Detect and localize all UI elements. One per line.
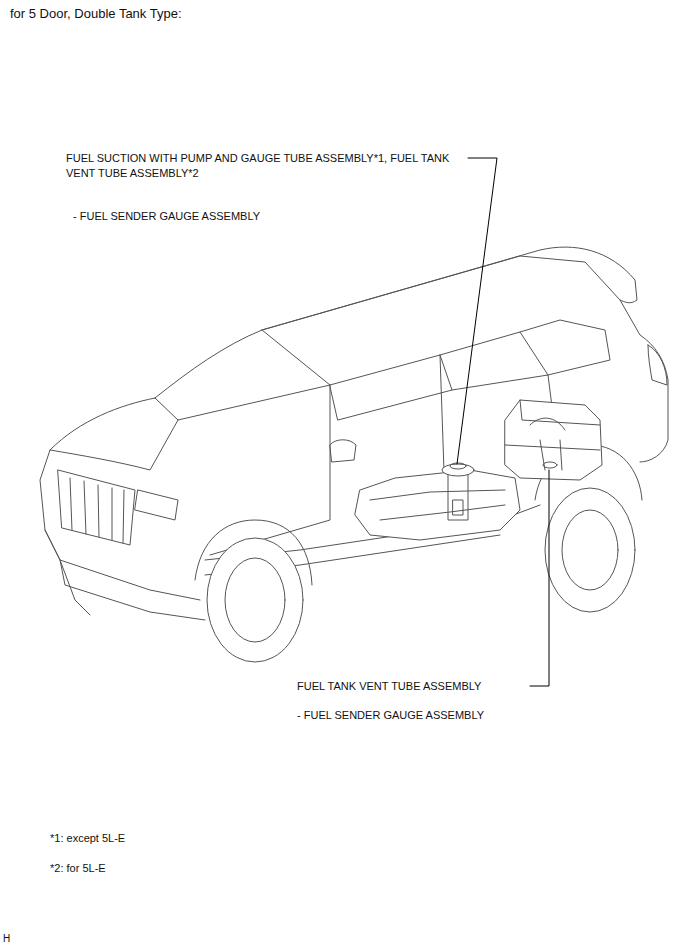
part-name: - FUEL SENDER GAUGE ASSEMBLY: [297, 708, 597, 723]
footnote: *1: except 5L-E: [50, 831, 300, 846]
part-name: FUEL SUCTION WITH PUMP AND GAUGE TUBE AS…: [66, 151, 466, 181]
part-name: FUEL TANK VENT TUBE ASSEMBLY: [297, 679, 527, 694]
footnote: *2: for 5L-E: [50, 861, 300, 876]
diagram-title: for 5 Door, Double Tank Type:: [10, 6, 410, 21]
part-name: - FUEL SENDER GAUGE ASSEMBLY: [73, 209, 373, 224]
page-mark: H: [3, 931, 43, 946]
